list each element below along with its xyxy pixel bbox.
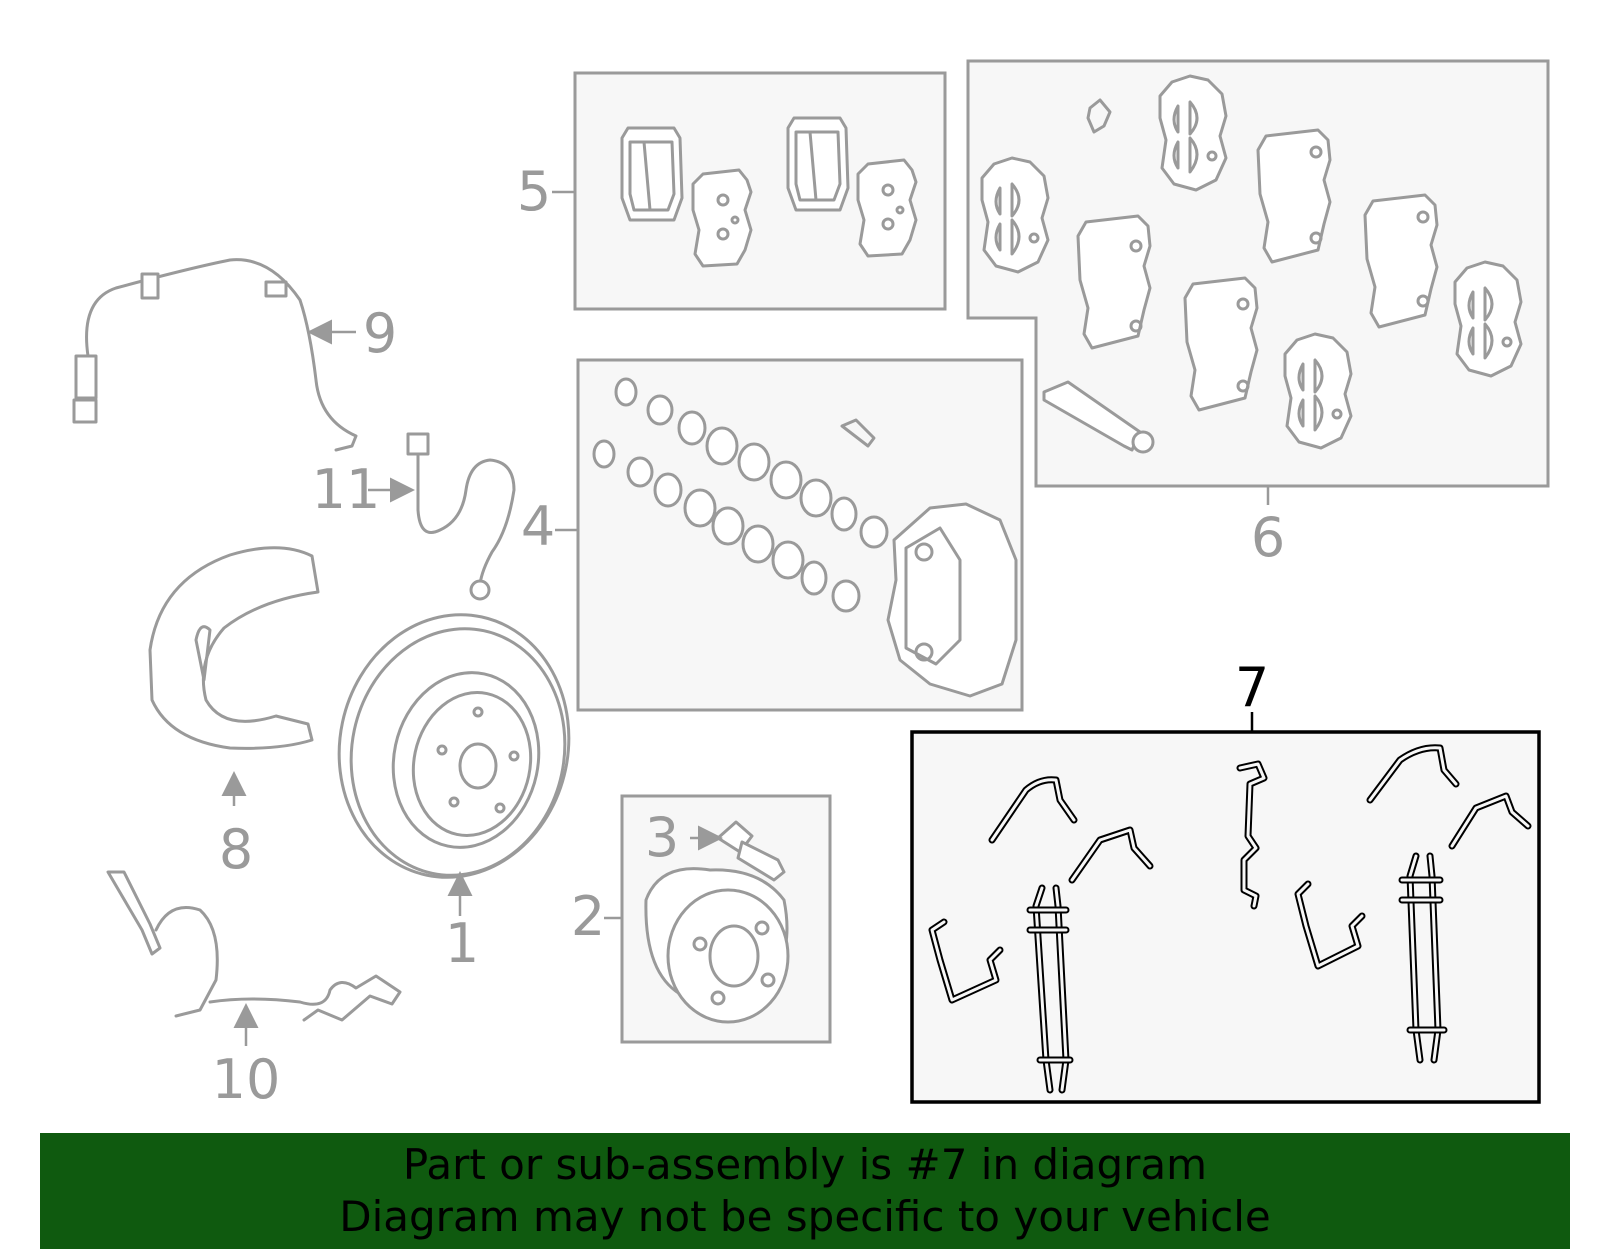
pad-shim-2 (856, 158, 918, 258)
part-6-group[interactable] (966, 59, 1550, 505)
part-1-rotor[interactable] (315, 593, 593, 916)
part-4-group[interactable] (555, 358, 1024, 712)
info-banner: Part or sub-assembly is #7 in diagram Di… (40, 1133, 1570, 1249)
shim-6d (1453, 260, 1523, 378)
part-9-wear-sensor[interactable] (72, 258, 358, 452)
banner-line-1: Part or sub-assembly is #7 in diagram (402, 1140, 1208, 1189)
callout-2: 2 (571, 885, 605, 948)
seal-rings (592, 377, 889, 613)
brake-pad-1 (620, 126, 684, 222)
callout-5: 5 (517, 160, 551, 223)
callout-8: 8 (219, 818, 253, 881)
part-5-group[interactable] (552, 71, 947, 311)
callout-3: 3 (645, 806, 679, 869)
caliper (886, 502, 1018, 698)
box-6 (966, 59, 1550, 488)
part-8-dust-shield[interactable] (148, 546, 320, 806)
part-7-hardware-kit[interactable] (910, 712, 1541, 1104)
brake-pad-2 (786, 116, 850, 212)
small-clip-6 (1086, 98, 1112, 134)
shim-6b (1158, 74, 1228, 192)
parts-diagram: 1 2 3 4 5 6 7 8 9 10 11 (72, 59, 1550, 1111)
banner-line-2: Diagram may not be specific to your vehi… (339, 1192, 1271, 1241)
part-11-brake-hose[interactable] (368, 432, 516, 601)
shim-6a (980, 156, 1050, 274)
pad-shim-1 (691, 168, 753, 268)
callout-7: 7 (1235, 656, 1269, 719)
part-2-group[interactable] (604, 794, 832, 1044)
part-3-wheel-stud[interactable] (690, 820, 786, 882)
callout-labels: 1 2 3 4 5 6 7 8 9 10 11 (212, 160, 1286, 1111)
box-7 (910, 730, 1541, 1104)
bleeder (840, 418, 876, 448)
guide-pins (1026, 852, 1448, 1094)
grease-tube (1042, 380, 1142, 452)
callout-1: 1 (445, 912, 479, 975)
callout-6: 6 (1251, 506, 1285, 569)
shim-6c (1283, 332, 1353, 450)
retaining-clips (928, 744, 1532, 1004)
callout-9: 9 (363, 302, 397, 365)
part-10-abs-sensor[interactable] (106, 870, 402, 1046)
callout-4: 4 (521, 495, 555, 558)
callout-11: 11 (312, 458, 381, 521)
callout-10: 10 (212, 1048, 281, 1111)
